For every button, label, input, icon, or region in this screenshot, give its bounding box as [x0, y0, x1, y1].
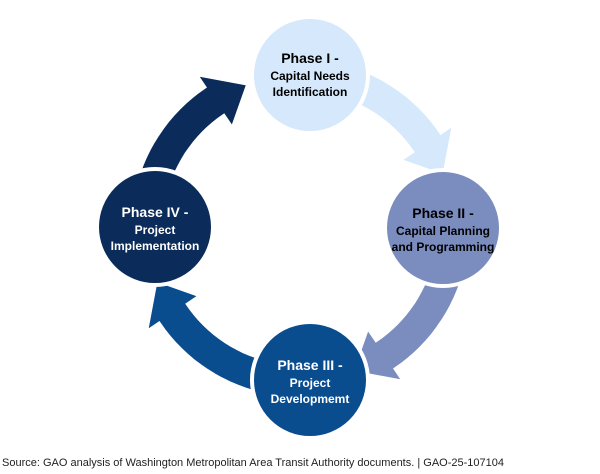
- phase-3-subtitle-line2: Developmemt: [270, 392, 350, 406]
- arrow-phase-4-to-1: [134, 72, 250, 193]
- phase-2-circle: [383, 168, 503, 288]
- phase-2-label: Phase II - Capital Planning and Programm…: [378, 205, 508, 255]
- phase-3-subtitle-line1: Project: [289, 376, 331, 390]
- phase-3-title: Phase III -: [277, 357, 343, 373]
- phase-1-label: Phase I - Capital Needs Identification: [245, 50, 375, 100]
- phase-4-circle: [95, 167, 215, 287]
- phase-3-circle: [250, 320, 370, 440]
- phase-2-subtitle-line2: and Programming: [391, 240, 495, 254]
- phase-1-title: Phase I -: [281, 50, 339, 66]
- phase-4-title: Phase IV -: [121, 204, 189, 220]
- arrow-phase-3-to-4: [144, 278, 265, 394]
- cycle-diagram: [95, 15, 503, 440]
- phase-4-subtitle-line2: Implementation: [110, 239, 200, 253]
- phase-4-label: Phase IV - Project Implementation: [90, 204, 220, 254]
- phase-2-title: Phase II -: [412, 205, 474, 221]
- phase-3-label: Phase III - Project Developmemt: [245, 357, 375, 407]
- phase-2-subtitle-line1: Capital Planning: [395, 224, 490, 238]
- phase-1-circle: [250, 15, 370, 135]
- phase-1-subtitle-line2: Identification: [272, 85, 348, 99]
- source-note: Source: GAO analysis of Washington Metro…: [2, 457, 504, 469]
- phase-4-subtitle-line1: Project: [134, 223, 176, 237]
- phase-1-subtitle-line1: Capital Needs: [270, 69, 350, 83]
